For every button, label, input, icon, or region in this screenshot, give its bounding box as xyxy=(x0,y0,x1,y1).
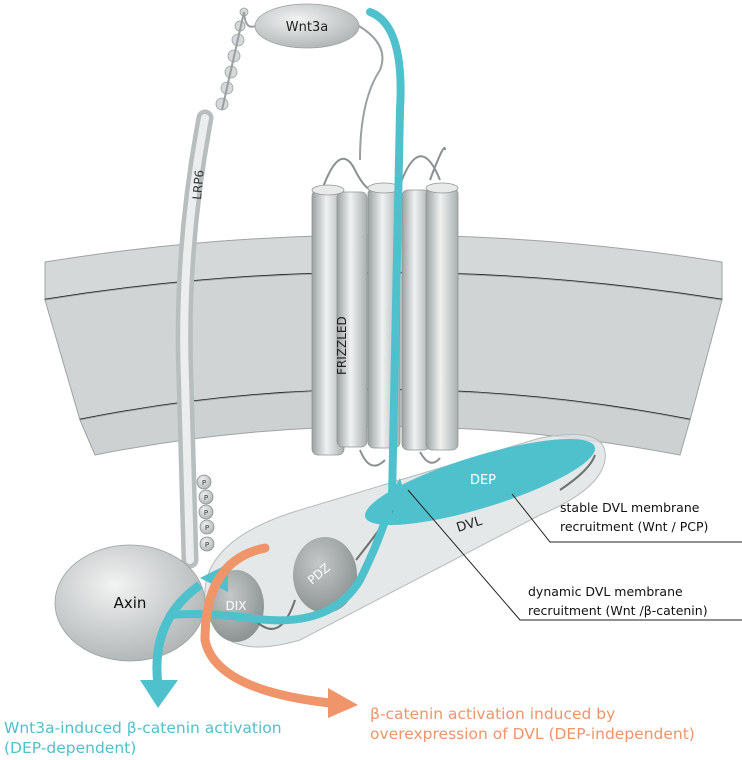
stable-leader-line xyxy=(511,493,742,543)
stable-line2: recruitment (Wnt / PCP) xyxy=(560,519,709,534)
dynamic-line1: dynamic DVL membrane xyxy=(528,584,683,599)
teal-down-arrow xyxy=(152,581,203,686)
phospho-labels: P P P P P xyxy=(202,479,209,549)
dep-domain xyxy=(364,438,596,526)
svg-text:P: P xyxy=(205,524,209,532)
lrp6-beads xyxy=(215,7,249,111)
dynamic-leader-line xyxy=(407,489,742,621)
orange-caption: β-catenin activation induced by overexpr… xyxy=(370,704,695,744)
dynamic-line2: recruitment (Wnt /β-catenin) xyxy=(528,603,708,618)
dynamic-recruitment-annotation: dynamic DVL membrane recruitment (Wnt /β… xyxy=(528,582,708,620)
stable-line1: stable DVL membrane xyxy=(560,500,700,515)
dvl-label: DVL xyxy=(455,514,485,536)
frizzled-receptor xyxy=(311,147,459,467)
orange-caption-line2: overexpression of DVL (DEP-independent) xyxy=(370,725,695,743)
orange-pathway-arrow xyxy=(200,543,335,708)
teal-pathway-arrow xyxy=(166,8,405,625)
teal-caption-line1: Wnt3a-induced β-catenin activation xyxy=(4,719,282,737)
lrp6-receptor xyxy=(175,7,249,569)
dep-label: DEP xyxy=(470,473,496,488)
dix-label: DIX xyxy=(226,599,247,613)
teal-caption-line2: (DEP-dependent) xyxy=(4,739,137,757)
wnt3a-label: Wnt3a xyxy=(286,20,328,35)
teal-arrow-head-1 xyxy=(382,478,410,512)
wnt3a-ligand xyxy=(243,3,384,161)
frizzled-label: FRIZZLED xyxy=(335,316,349,375)
svg-text:P: P xyxy=(205,541,209,549)
orange-arrow-head xyxy=(328,688,358,718)
svg-text:P: P xyxy=(202,479,206,487)
lrp6-label: LRP6 xyxy=(190,169,207,200)
phospho-sites xyxy=(196,474,215,552)
teal-down-arrow-head xyxy=(140,680,178,708)
svg-text:P: P xyxy=(204,509,208,517)
stable-recruitment-annotation: stable DVL membrane recruitment (Wnt / P… xyxy=(560,498,708,536)
axin-label: Axin xyxy=(114,594,147,612)
orange-caption-line1: β-catenin activation induced by xyxy=(370,705,616,723)
svg-text:P: P xyxy=(204,494,208,502)
pdz-domain xyxy=(293,537,357,613)
teal-caption: Wnt3a-induced β-catenin activation (DEP-… xyxy=(4,718,282,758)
